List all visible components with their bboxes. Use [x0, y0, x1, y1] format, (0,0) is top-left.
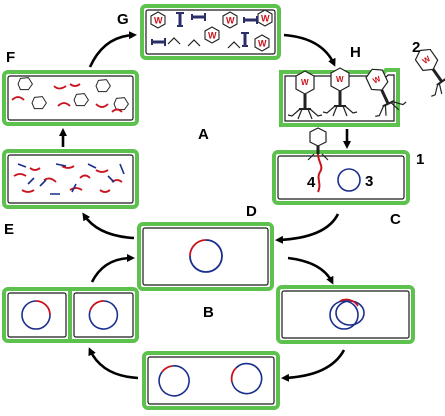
label-f: F	[6, 49, 15, 66]
label-3: 3	[365, 173, 373, 190]
cell-f-synthesis	[2, 70, 139, 126]
phage-head-letter: W	[336, 75, 344, 84]
label-g: G	[117, 11, 129, 28]
bacterial-chromosome	[189, 239, 223, 273]
label-h: H	[350, 44, 361, 61]
arrow-1-to-d	[275, 213, 340, 244]
phage-head-letter: W	[258, 39, 267, 49]
bacterial-dna-fragments	[17, 163, 125, 195]
arrow-daughters-to-d	[90, 254, 135, 283]
bacterial-chromosome	[158, 365, 190, 397]
arrow-replicating-to-dividing	[281, 349, 346, 382]
cell-h-lysis: W W W W	[279, 39, 445, 127]
phage-head-letter: W	[261, 14, 270, 24]
arrow-d-to-replicating	[287, 256, 334, 285]
phage-head-letter: W	[208, 31, 217, 41]
tail-fiber-icon	[167, 37, 241, 49]
prophage-segment	[339, 298, 359, 307]
bacterial-chromosome	[21, 300, 51, 330]
cell-1-infection	[272, 127, 410, 205]
phage-head-letter: W	[154, 16, 163, 26]
label-e: E	[4, 221, 14, 238]
label-1: 1	[416, 151, 424, 168]
prophage-segment	[35, 300, 51, 316]
phage-head-icon: W	[150, 11, 166, 29]
injected-phage-dna	[317, 153, 323, 193]
cycle-arrows	[59, 31, 351, 382]
arrow-d-to-e	[82, 212, 135, 240]
phage-head-letter: W	[421, 54, 433, 66]
arrow-g-to-h	[283, 33, 336, 67]
phage-icon: W	[321, 66, 359, 118]
arrow-f-to-g	[88, 31, 137, 68]
arrow-dividing-to-daughters	[88, 347, 139, 380]
cell-e-replication	[2, 149, 139, 209]
cell-d-integration	[137, 222, 274, 291]
label-4: 4	[307, 174, 316, 191]
daughter-cells	[2, 287, 139, 343]
phage-head-letter: W	[226, 16, 235, 26]
cell-replicating	[276, 285, 415, 344]
phage-head-icon: W	[257, 9, 273, 27]
label-a: A	[198, 126, 209, 143]
bacterial-chromosome	[329, 300, 359, 330]
cell-g-assembly: W W W W W	[140, 4, 281, 60]
cell-dividing	[142, 351, 280, 410]
label-2: 2	[412, 39, 420, 56]
label-d: D	[246, 203, 257, 220]
phage-icon: W	[355, 60, 410, 122]
label-c: C	[390, 211, 401, 228]
phage-head-letter: W	[371, 74, 382, 86]
prophage-segment	[89, 300, 105, 312]
prophage-segment	[230, 367, 237, 383]
phage-head-letter: W	[301, 78, 309, 87]
phage-head-icon: W	[204, 26, 220, 44]
phage-head-icon: W	[254, 34, 270, 52]
bacterial-chromosome	[88, 300, 119, 330]
label-b: B	[203, 304, 214, 321]
phage-dna-fragments	[11, 83, 123, 113]
phage-head-icon: W	[222, 11, 238, 29]
phage-icon-released: W	[404, 39, 445, 102]
phage-dna-fragments	[13, 165, 123, 193]
infecting-phage-icon	[307, 127, 329, 161]
prophage-segment	[189, 239, 207, 257]
bacterial-chromosome	[337, 168, 361, 192]
phage-icon: W	[286, 69, 324, 121]
prophage-segment	[161, 365, 173, 373]
bacterial-chromosome	[231, 362, 263, 395]
